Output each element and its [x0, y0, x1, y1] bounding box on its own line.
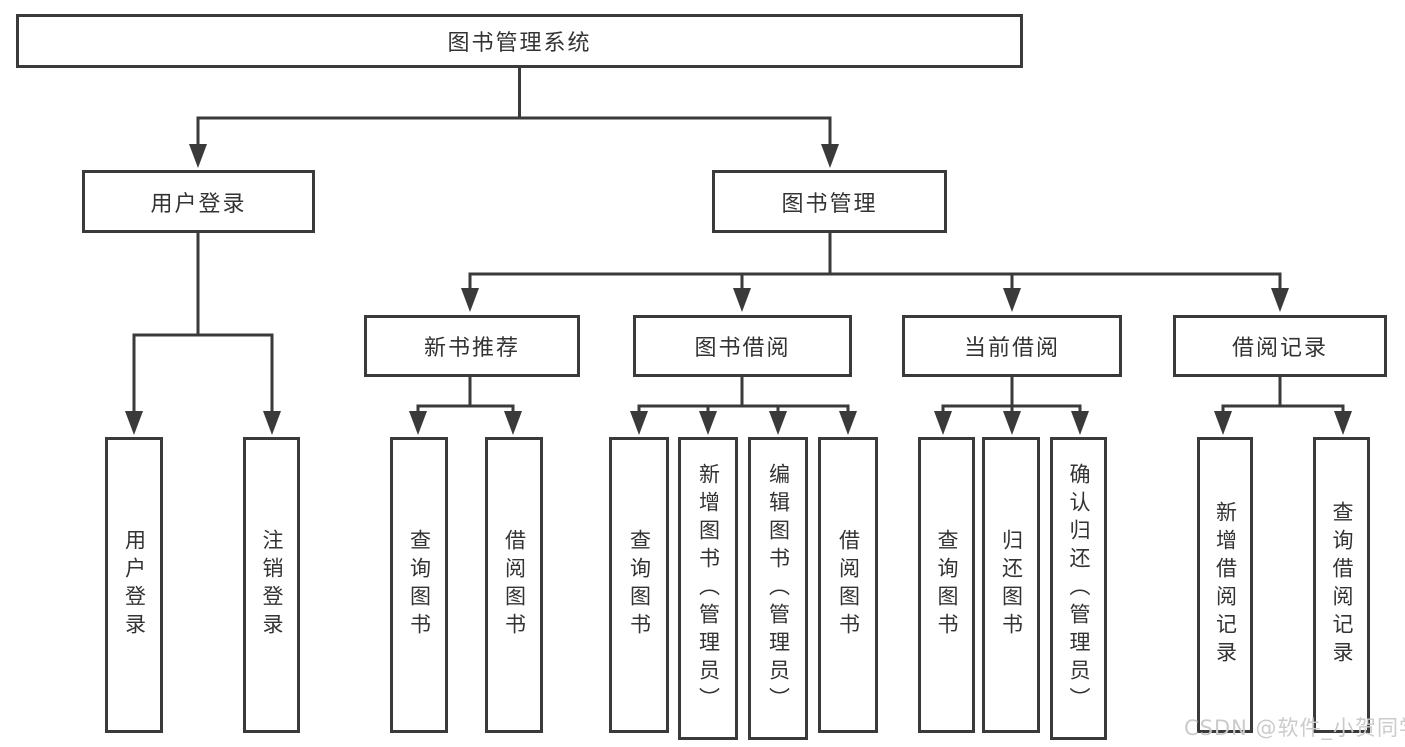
- leaf-user-login: 用户登录: [105, 437, 163, 733]
- leaf-query-book-current: 查询图书: [918, 437, 975, 733]
- leaf-add-book-admin: 新增图书（管理员）: [678, 437, 738, 740]
- arrowheads: [125, 144, 1352, 435]
- leaf-query-book-recommend: 查询图书: [390, 437, 448, 733]
- leaf-query-book-borrow: 查询图书: [609, 437, 669, 733]
- leaf-query-borrow-record: 查询借阅记录: [1313, 437, 1370, 733]
- leaf-borrow-book: 借阅图书: [818, 437, 878, 733]
- node-root: 图书管理系统: [16, 14, 1023, 68]
- node-user-login: 用户登录: [82, 170, 315, 233]
- leaf-confirm-return-admin: 确认归还（管理员）: [1050, 437, 1107, 740]
- leaf-return-book: 归还图书: [982, 437, 1040, 733]
- node-new-book-recommend: 新书推荐: [364, 315, 580, 377]
- node-book-management: 图书管理: [712, 170, 947, 233]
- node-borrow-records: 借阅记录: [1173, 315, 1387, 377]
- leaf-logout: 注销登录: [243, 437, 300, 733]
- leaf-add-borrow-record: 新增借阅记录: [1197, 437, 1253, 733]
- node-current-borrow: 当前借阅: [902, 315, 1122, 377]
- node-book-borrow: 图书借阅: [633, 315, 852, 377]
- leaf-borrow-book-recommend: 借阅图书: [485, 437, 543, 733]
- leaf-edit-book-admin: 编辑图书（管理员）: [748, 437, 808, 740]
- watermark: CSDN @软件_小贺同学: [1184, 716, 1405, 740]
